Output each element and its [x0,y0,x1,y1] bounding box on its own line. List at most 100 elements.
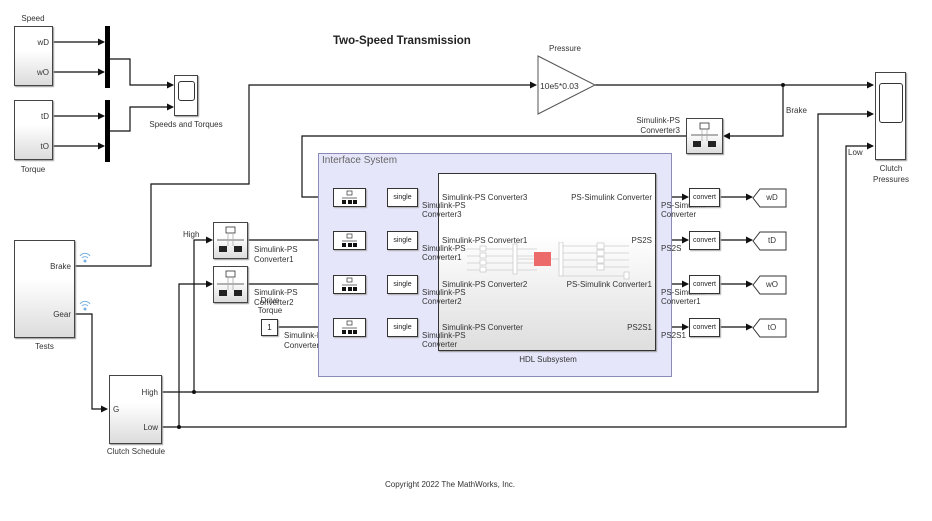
convert-block[interactable]: convert [689,188,720,207]
simulink-ps-converter3[interactable] [686,118,723,154]
torque-mux[interactable] [105,100,110,162]
rate-transition-block[interactable] [333,275,366,294]
signal-brake-branch [723,85,784,140]
out-signal-label-1: PS-Simulink [661,201,705,210]
out-signal-label-1: PS-Simulink [661,288,705,297]
signal-high-branch [193,236,213,392]
goto-tag-label: tO [767,323,777,332]
gain-label: Pressure [548,44,581,53]
goto-tag-wD[interactable] [752,188,788,208]
out-signal-label-2: Converter1 [661,297,701,306]
simulink-ps-converter2[interactable] [213,266,248,303]
goto-tag-wO[interactable] [752,275,788,295]
signal-brake-ps [301,135,686,201]
in-signal-label-1: Simulink-PS [422,201,466,210]
rate-transition-block[interactable] [333,318,366,337]
signal-gear [75,313,108,413]
conv3-label-2: Converter3 [640,126,680,135]
signal-low-branch [178,280,213,427]
interface-system-title: Interface System [322,155,398,166]
wireless-icon [79,300,91,311]
in-signal-label-1: Simulink-PS [422,288,466,297]
goto-tag-label: tD [768,236,776,245]
goto-tag-label: wD [766,193,778,202]
copyright-text: Copyright 2022 The MathWorks, Inc. [385,480,515,489]
rate-transition-block[interactable] [333,231,366,250]
single-conversion-block[interactable]: single [387,275,418,294]
in-signal-label-2: Converter3 [422,210,462,219]
convert-block[interactable]: convert [689,275,720,294]
out-signal-label-1: PS2S1 [661,331,686,340]
clutch-schedule-block[interactable]: G High Low [109,375,162,444]
brake-signal-label: Brake [786,106,807,115]
low-signal-label-right: Low [848,148,863,157]
converter-icon [217,270,244,296]
convert-block[interactable]: convert [689,318,720,337]
single-conversion-block[interactable]: single [387,231,418,250]
rate-transition-icon [342,277,357,291]
goto-tag-tD[interactable] [752,231,788,251]
port-gear: Gear [53,310,71,319]
speed-block[interactable]: wD wO [14,26,53,86]
rate-transition-icon [342,320,357,334]
rate-transition-block[interactable] [333,188,366,207]
conv-label-1: Simulink-PS [284,331,328,340]
hdl-in-port: Simulink-PS Converter3 [442,193,528,202]
wireless-icon [79,252,91,263]
scope-screen-icon [178,81,195,101]
tests-block[interactable]: Brake Gear [14,240,75,338]
hdl-out-port: PS-Simulink Converter1 [566,280,652,289]
hdl-out-port: PS2S1 [627,323,652,332]
port-wD: wD [37,38,49,47]
converter-icon [217,226,244,252]
signal-brake [75,81,537,267]
hdl-internal-preview [467,242,630,280]
speeds-torques-label: Speeds and Torques [149,120,223,129]
high-signal-label: High [183,230,200,239]
clutch-schedule-label: Clutch Schedule [106,447,166,456]
hdl-in-port: Simulink-PS Converter [442,323,523,332]
single-conversion-block[interactable]: single [387,318,418,337]
hdl-out-port: PS-Simulink Converter [571,193,652,202]
clutch-pressures-scope[interactable] [875,72,906,160]
hdl-subsystem[interactable]: Simulink-PS Converter3 Simulink-PS Conve… [438,173,656,351]
out-signal-label-1: PS2S [661,244,682,253]
convert-block[interactable]: convert [689,231,720,250]
conv2-label-2: Converter2 [254,298,294,307]
clutch-pressures-label-2: Pressures [872,175,909,184]
hdl-core-block [534,252,551,266]
in-signal-label-1: Simulink-PS [422,331,466,340]
speed-mux[interactable] [105,26,110,88]
torque-label: Torque [20,165,46,174]
port-high: High [141,388,158,397]
speeds-torques-scope[interactable] [174,75,198,116]
port-tO: tO [40,142,49,151]
simulink-ps-converter1[interactable] [213,222,248,259]
drive-torque-label-2: Torque [257,306,283,315]
converter-icon [691,122,718,147]
diagram-title: Two-Speed Transmission [333,35,471,47]
conv3-label-1: Simulink-PS [636,116,680,125]
in-signal-label-2: Converter [422,340,458,349]
port-G: G [113,405,120,414]
signal-speed-mux [110,58,174,89]
single-conversion-block[interactable]: single [387,188,418,207]
branch-point [781,83,785,87]
goto-tag-tO[interactable] [752,318,788,338]
conv2-label-1: Simulink-PS [254,288,298,297]
hdl-in-port: Simulink-PS Converter1 [442,236,528,245]
hdl-subsystem-label: HDL Subsystem [519,355,577,364]
hdl-in-port: Simulink-PS Converter2 [442,280,528,289]
out-signal-label-2: Converter [661,210,697,219]
hdl-out-port: PS2S [631,236,652,245]
torque-block[interactable]: tD tO [14,100,53,160]
drive-torque-constant[interactable]: 1 [261,319,278,336]
goto-tag-label: wO [766,280,778,289]
tests-label: Tests [35,342,54,351]
in-signal-label-2: Converter1 [422,253,462,262]
port-brake: Brake [50,262,71,271]
scope-screen-icon [879,83,903,123]
gain-block[interactable] [537,55,597,115]
branch-point [177,425,181,429]
speed-label: Speed [21,14,45,23]
